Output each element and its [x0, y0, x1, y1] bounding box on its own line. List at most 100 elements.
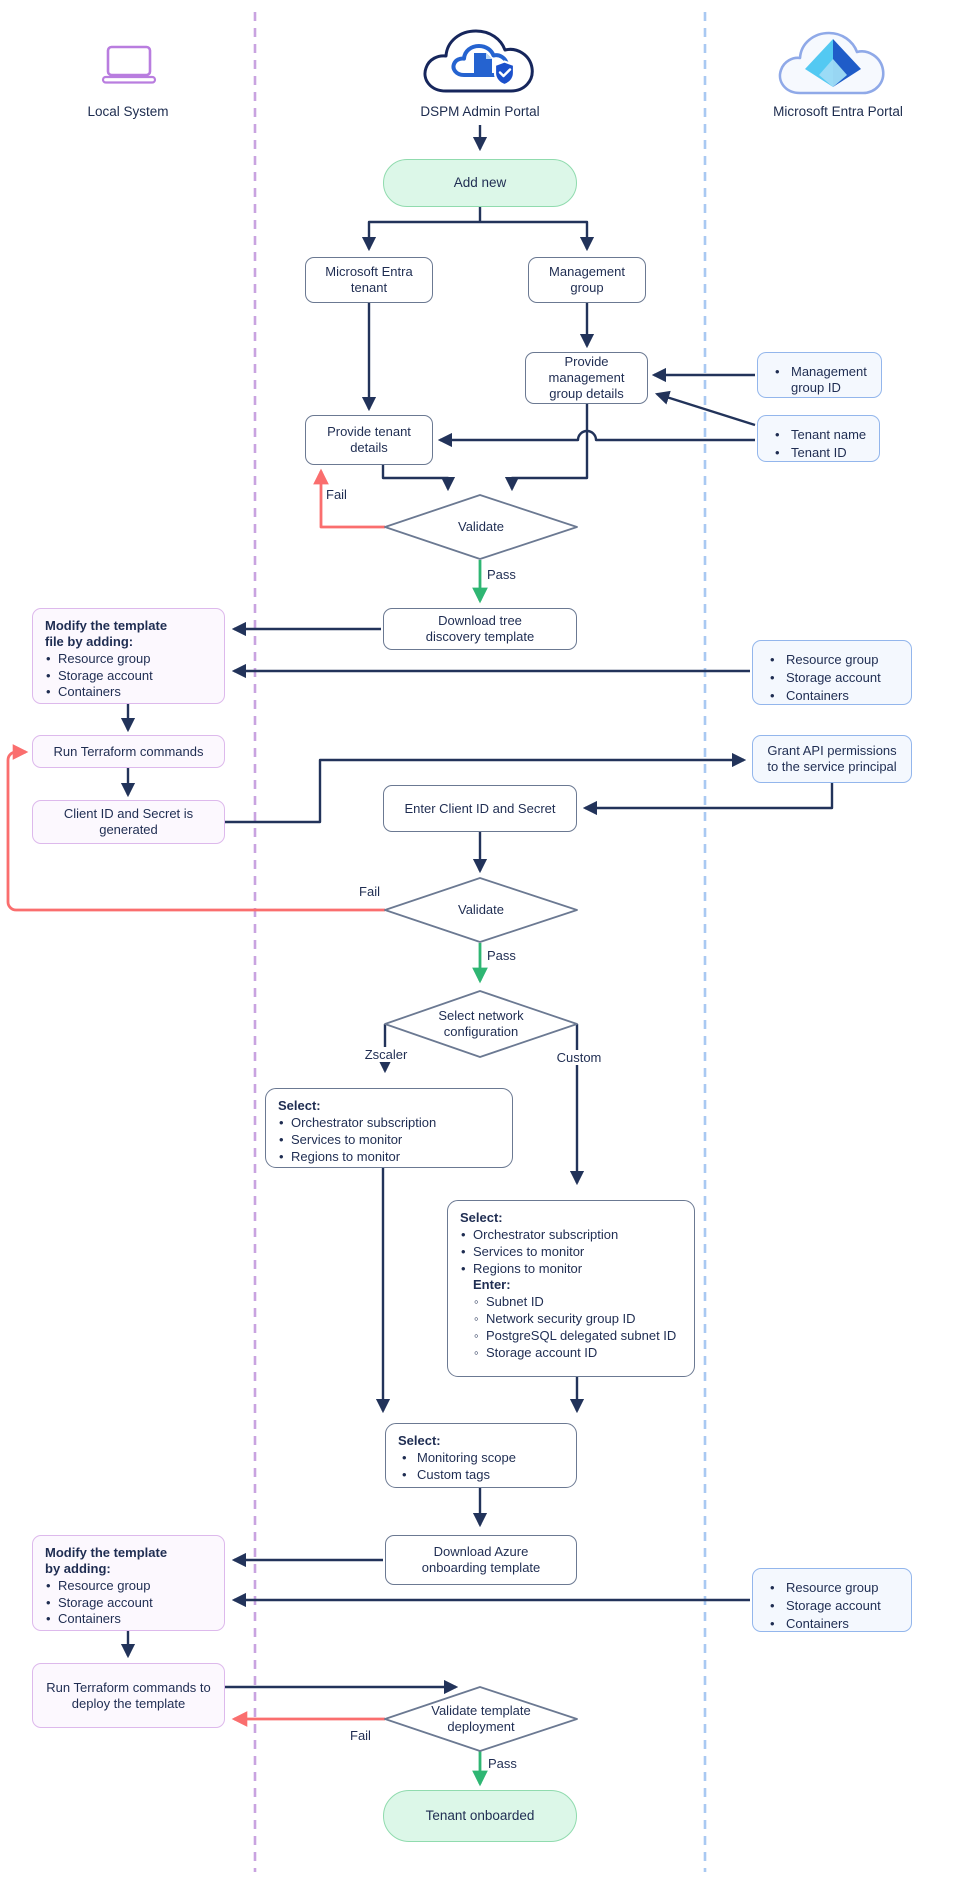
node-resource-group-info-1: Resource group Storage account Container…	[752, 640, 912, 705]
diamond-label-validate-2: Validate	[457, 902, 504, 918]
node-title: Select:	[460, 1210, 503, 1225]
bullet-item: Regions to monitor	[278, 1149, 502, 1165]
node-label: Client ID and Secret is generated	[63, 806, 194, 837]
node-run-terraform-commands: Run Terraform commands	[32, 735, 225, 768]
bullet-list: Resource group Storage account Container…	[45, 651, 214, 701]
bullet-item: Monitoring scope	[398, 1450, 566, 1466]
node-tenant-onboarded: Tenant onboarded	[383, 1790, 577, 1842]
node-subtitle: Enter:	[473, 1277, 511, 1293]
bullet-item: Containers	[45, 684, 214, 700]
entra-cloud-icon	[778, 31, 885, 95]
lane-label-entra-portal: Microsoft Entra Portal	[773, 104, 903, 119]
entra-logo-bottom-facet	[819, 59, 847, 87]
node-label: Management group	[549, 264, 625, 295]
edge-fail2	[6, 744, 385, 912]
bullet-list: Management group ID	[770, 364, 871, 396]
node-label: Grant API permissions to the service pri…	[767, 743, 897, 774]
edge-label-pass-3: Pass	[488, 1756, 517, 1771]
node-label: Microsoft Entra tenant	[325, 264, 413, 295]
edge-label-pass-1: Pass	[487, 567, 516, 582]
bullet-item: Storage account	[45, 1595, 214, 1611]
bullet-item: Orchestrator subscription	[460, 1227, 684, 1243]
node-title: Modify the template by adding:	[45, 1545, 168, 1576]
bullet-item: Resource group	[45, 651, 214, 667]
node-monitoring-select: Select: Monitoring scope Custom tags	[385, 1423, 577, 1488]
node-label: Run Terraform commands to deploy the tem…	[46, 1679, 211, 1711]
edge-mgdetails-to-validate1	[504, 404, 589, 492]
node-label: Run Terraform commands	[53, 743, 204, 759]
node-grant-api-permissions: Grant API permissions to the service pri…	[752, 735, 912, 783]
bullet-list: Resource group Storage account Container…	[765, 652, 901, 704]
diamond-label-validate-1: Validate	[457, 519, 504, 535]
bullet-list: Monitoring scope Custom tags	[398, 1450, 566, 1483]
node-microsoft-entra-tenant: Microsoft Entra tenant	[305, 257, 433, 303]
sub-bullet-list: Subnet ID Network security group ID Post…	[460, 1294, 684, 1360]
bullet-item: Containers	[45, 1611, 214, 1627]
bullet-list: Orchestrator subscription Services to mo…	[460, 1227, 684, 1277]
bullet-item: Containers	[765, 1616, 901, 1632]
sub-bullet-item: Network security group ID	[460, 1311, 684, 1327]
node-run-terraform-deploy: Run Terraform commands to deploy the tem…	[32, 1663, 225, 1728]
bullet-item: Resource group	[765, 1580, 901, 1596]
bullet-item: Storage account	[765, 1598, 901, 1614]
edge-tenantinfo-to-tenantdetails	[437, 429, 755, 448]
bullet-item: Services to monitor	[460, 1244, 684, 1260]
diamond-label-validate-deployment: Validate template deployment	[431, 1703, 531, 1734]
bullet-list: Resource group Storage account Container…	[45, 1578, 214, 1628]
edge-label-pass-2: Pass	[487, 948, 516, 963]
bullet-item: Regions to monitor	[460, 1261, 684, 1277]
bullet-item: Resource group	[45, 1578, 214, 1594]
node-label: Tenant onboarded	[425, 1807, 535, 1823]
edge-label-zscaler: Zscaler	[354, 1047, 418, 1062]
edge-label-custom: Custom	[549, 1050, 609, 1065]
bullet-list: Tenant name Tenant ID	[770, 427, 869, 461]
node-provide-tenant-details: Provide tenant details	[305, 415, 433, 465]
node-label: Provide management group details	[548, 354, 625, 401]
bullet-list: Resource group Storage account Container…	[765, 1580, 901, 1632]
bullet-item: Storage account	[45, 668, 214, 684]
node-management-group-id-info: Management group ID	[757, 352, 882, 398]
node-modify-template-file: Modify the template file by adding: Reso…	[32, 608, 225, 704]
node-title: Select:	[278, 1098, 321, 1113]
node-modify-template-2: Modify the template by adding: Resource …	[32, 1535, 225, 1631]
node-label: Provide tenant details	[327, 424, 411, 455]
edge-addnew-to-entratenant	[361, 220, 480, 252]
edge-label-fail-2: Fail	[359, 884, 380, 899]
diamond-validate-deployment	[384, 1686, 578, 1752]
lane-label-local-system: Local System	[87, 104, 169, 119]
node-tenant-info: Tenant name Tenant ID	[757, 415, 880, 462]
sub-bullet-item: Subnet ID	[460, 1294, 684, 1310]
node-label: Download Azure onboarding template	[421, 1544, 541, 1575]
node-provide-management-group-details: Provide management group details	[525, 352, 648, 404]
edge-tenantinfo-to-mgdetails	[654, 390, 756, 427]
node-client-id-secret-generated: Client ID and Secret is generated	[32, 800, 225, 844]
bullet-item: Containers	[765, 688, 901, 704]
node-label: Add new	[453, 174, 507, 190]
bullet-item: Resource group	[765, 652, 901, 668]
node-title: Modify the template file by adding:	[45, 618, 168, 649]
fail-edges	[6, 468, 385, 1727]
node-label: Enter Client ID and Secret	[404, 800, 556, 816]
edge-label-fail-1: Fail	[326, 487, 347, 502]
bullet-item: Tenant ID	[770, 445, 869, 461]
navy-edges	[120, 125, 834, 1695]
bullet-item: Tenant name	[770, 427, 869, 443]
node-zscaler-select: Select: Orchestrator subscription Servic…	[265, 1088, 513, 1168]
node-title: Select:	[398, 1433, 441, 1448]
node-resource-group-info-2: Resource group Storage account Container…	[752, 1568, 912, 1632]
sub-bullet-item: Storage account ID	[460, 1345, 684, 1361]
edge-fail1	[313, 468, 385, 529]
node-download-azure-onboarding-template: Download Azure onboarding template	[385, 1535, 577, 1585]
bullet-item: Custom tags	[398, 1467, 566, 1483]
sub-bullet-item: PostgreSQL delegated subnet ID	[460, 1328, 684, 1344]
edge-tenantdetails-to-validate1	[381, 465, 456, 492]
node-label: Download tree discovery template	[425, 613, 535, 644]
bullet-item: Orchestrator subscription	[278, 1115, 502, 1131]
node-download-tree-discovery-template: Download tree discovery template	[383, 608, 577, 650]
diamond-validate-1	[384, 494, 578, 560]
diamond-validate-2	[384, 877, 578, 943]
diamond-label-select-network: Select network configuration	[438, 1008, 524, 1039]
edge-label-fail-3: Fail	[350, 1728, 371, 1743]
